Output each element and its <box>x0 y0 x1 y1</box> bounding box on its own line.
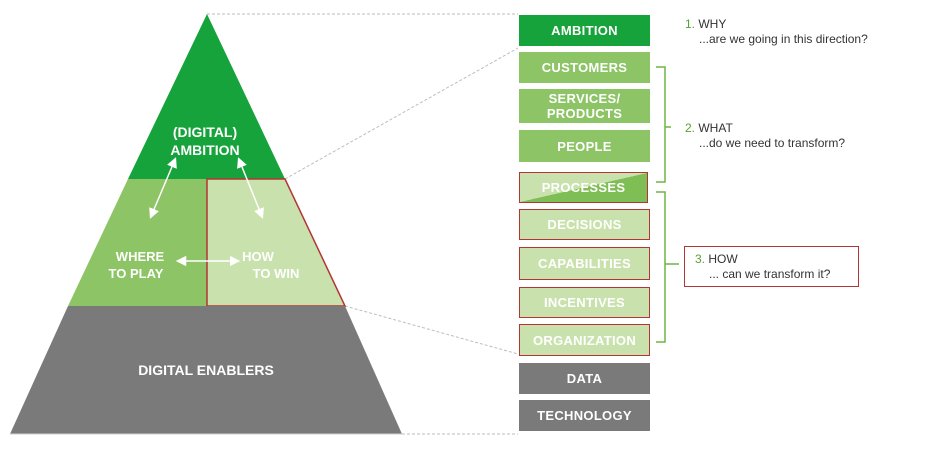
box-capabilities: CAPABILITIES <box>519 247 650 280</box>
box-technology: TECHNOLOGY <box>519 400 650 431</box>
pyramid-top-label-line1: (DIGITAL) <box>173 124 237 140</box>
box-services-line1: SERVICES/ <box>548 91 621 106</box>
note-how-number: 3. <box>695 252 706 266</box>
arrow-ambition-where-icon <box>149 157 177 219</box>
box-people: PEOPLE <box>519 130 650 162</box>
note-why-title: WHY <box>698 17 727 31</box>
pyramid-base-label: DIGITAL ENABLERS <box>138 362 274 378</box>
note-why-number: 1. <box>685 17 696 31</box>
pyramid-left-label-line1: WHERE <box>116 249 165 264</box>
pyramid-right-label-line1: HOW <box>242 249 275 264</box>
brace-what <box>656 66 671 183</box>
box-ambition: AMBITION <box>519 15 650 46</box>
note-what-subtitle: ...do we need to transform? <box>699 136 846 150</box>
box-decisions: DECISIONS <box>519 209 650 240</box>
connector-lower <box>344 305 519 355</box>
pyramid-left-label-line2: TO PLAY <box>109 266 164 281</box>
note-why-subtitle: ...are we going in this direction? <box>699 32 868 46</box>
pyramid-top-tier <box>128 14 285 179</box>
pyramid-right-label-line2: TO WIN <box>253 266 300 281</box>
pyramid-left-tier <box>68 179 207 306</box>
box-customers: CUSTOMERS <box>519 52 650 83</box>
arrow-ambition-how-icon <box>237 157 264 219</box>
connector-upper <box>284 47 519 180</box>
note-how: 3. HOW ... can we transform it? <box>684 246 859 287</box>
box-services-products: SERVICES/ PRODUCTS <box>519 89 650 123</box>
box-processes: PROCESSES <box>519 172 648 203</box>
note-how-title: HOW <box>708 252 738 266</box>
note-what: 2. WHAT ...do we need to transform? <box>685 121 915 151</box>
note-why: 1. WHY ...are we going in this direction… <box>685 17 915 47</box>
pyramid-top-label-line2: AMBITION <box>170 142 239 158</box>
box-organization: ORGANIZATION <box>519 324 650 356</box>
brace-how <box>656 191 679 343</box>
box-services-line2: PRODUCTS <box>546 106 623 121</box>
pyramid-base-tier <box>10 306 402 434</box>
note-what-title: WHAT <box>698 121 733 135</box>
note-how-subtitle: ... can we transform it? <box>709 267 831 281</box>
note-what-number: 2. <box>685 121 696 135</box>
pyramid-right-tier <box>206 178 347 307</box>
box-incentives: INCENTIVES <box>519 287 650 318</box>
box-data: DATA <box>519 363 650 394</box>
